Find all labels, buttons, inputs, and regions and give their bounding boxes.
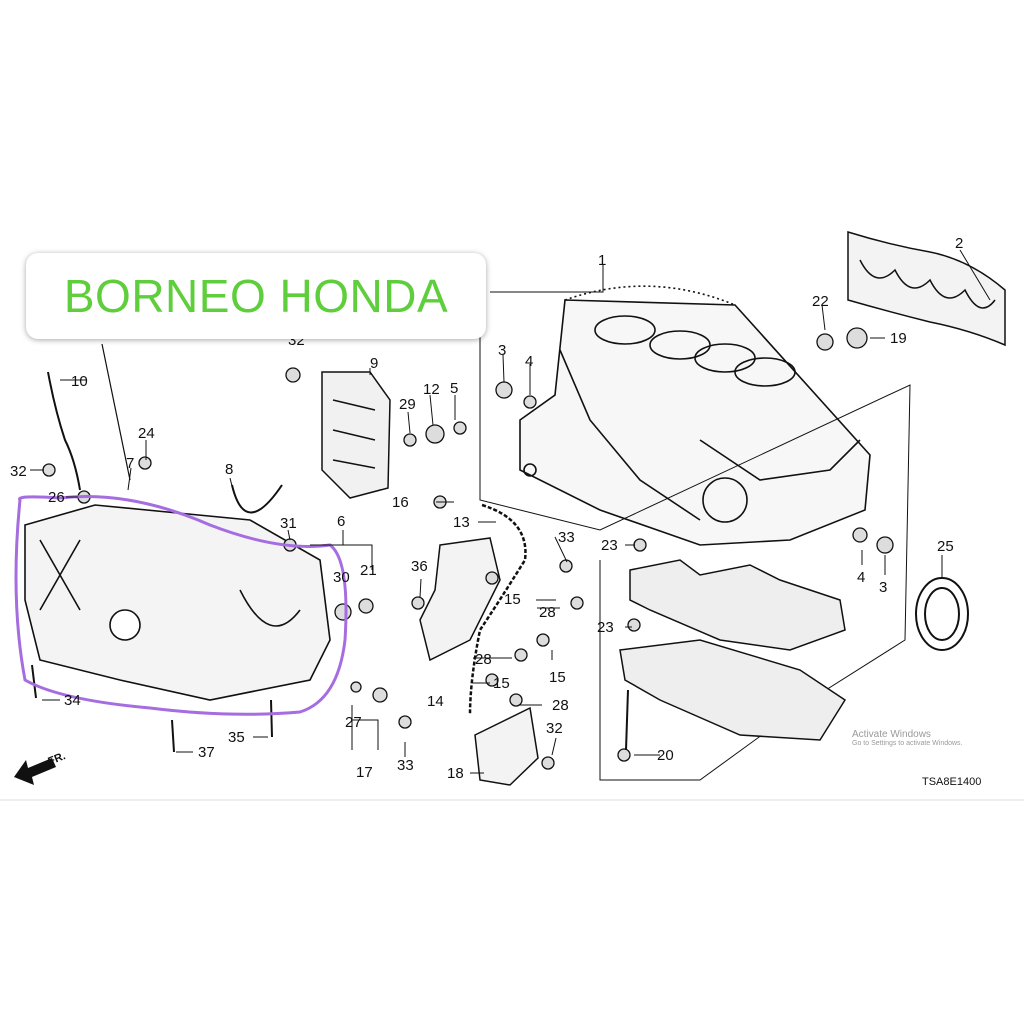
callout-15: 15 — [493, 675, 510, 692]
front-arrow-icon — [14, 758, 56, 785]
baffle-plate — [321, 371, 391, 499]
callout-labels: 1 2 3 3 4 4 5 6 7 8 9 10 12 13 14 15 15 … — [10, 235, 963, 782]
leader-lines — [30, 249, 991, 774]
callout-10: 10 — [71, 373, 88, 390]
callout-31: 31 — [280, 515, 297, 532]
callout-21: 21 — [360, 562, 377, 579]
callout-20: 20 — [657, 747, 674, 764]
callout-9: 9 — [370, 355, 378, 372]
callout-25: 25 — [937, 538, 954, 555]
callout-23: 23 — [601, 537, 618, 554]
assembly-outline — [479, 300, 911, 781]
callout-1: 1 — [598, 252, 606, 269]
callout-7: 7 — [126, 455, 134, 472]
callout-26: 26 — [48, 489, 65, 506]
callout-23: 23 — [597, 619, 614, 636]
callout-16: 16 — [392, 494, 409, 511]
watermark-subtitle: Go to Settings to activate Windows. — [852, 740, 963, 747]
sensor-harness — [468, 503, 527, 716]
callout-4: 4 — [857, 569, 865, 586]
brand-title: BORNEO HONDA — [63, 270, 449, 322]
callout-28: 28 — [475, 651, 492, 668]
callout-17: 17 — [356, 764, 373, 781]
callout-22: 22 — [812, 293, 829, 310]
callout-28: 28 — [552, 697, 569, 714]
highlight-outline — [14, 495, 348, 716]
cover-plate — [419, 537, 501, 662]
head-gasket — [847, 230, 1006, 347]
cylinder-block — [519, 285, 871, 546]
callout-30: 30 — [333, 569, 350, 586]
dipstick-tube — [47, 343, 131, 491]
callout-13: 13 — [453, 514, 470, 531]
callout-32: 32 — [10, 463, 27, 480]
callout-3: 3 — [879, 579, 887, 596]
callout-4: 4 — [525, 353, 533, 370]
diagram-code: TSA8E1400 — [922, 776, 982, 788]
callout-15: 15 — [504, 591, 521, 608]
callout-8: 8 — [225, 461, 233, 478]
callout-34: 34 — [64, 692, 81, 709]
callout-2: 2 — [955, 235, 963, 252]
callout-35: 35 — [228, 729, 245, 746]
callout-29: 29 — [399, 396, 416, 413]
callout-33: 33 — [397, 757, 414, 774]
bearing-caps — [619, 559, 847, 741]
fasteners — [42, 327, 894, 770]
callout-36: 36 — [411, 558, 428, 575]
callout-19: 19 — [890, 330, 907, 347]
callout-28: 28 — [539, 604, 556, 621]
callout-37: 37 — [198, 744, 215, 761]
crank-seal-halfmoon — [231, 484, 283, 514]
callout-24: 24 — [138, 425, 155, 442]
watermark-title: Activate Windows — [852, 729, 931, 740]
callout-18: 18 — [447, 765, 464, 782]
callout-12: 12 — [423, 381, 440, 398]
activation-watermark: Activate Windows Go to Settings to activ… — [852, 729, 963, 747]
callout-27: 27 — [345, 714, 362, 731]
callout-32: 32 — [546, 720, 563, 737]
long-bolts — [31, 664, 629, 753]
callout-6: 6 — [337, 513, 345, 530]
oil-pan — [24, 504, 331, 701]
brand-banner: BORNEO HONDA — [26, 253, 486, 339]
callout-5: 5 — [450, 380, 458, 397]
callout-14: 14 — [427, 693, 444, 710]
callout-15: 15 — [549, 669, 566, 686]
callout-3: 3 — [498, 342, 506, 359]
callout-33: 33 — [558, 529, 575, 546]
